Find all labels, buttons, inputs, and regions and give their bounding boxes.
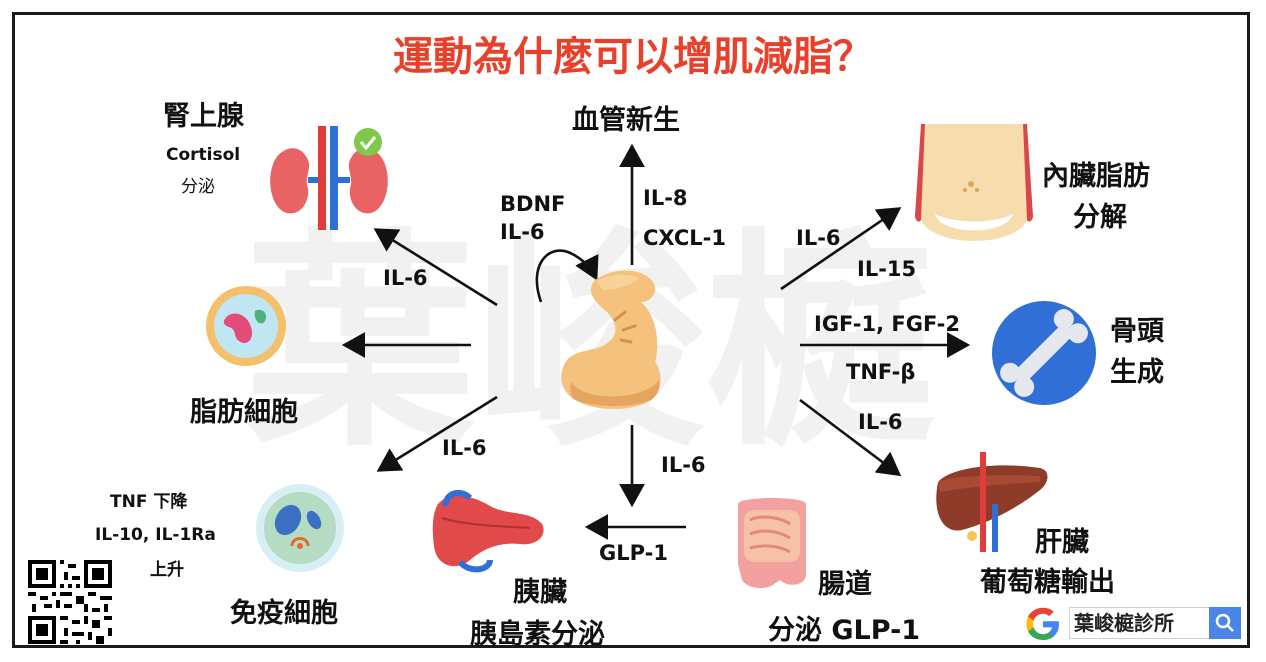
label-il8: IL-8 bbox=[643, 186, 688, 210]
search-input[interactable]: 葉峻榳診所 bbox=[1069, 607, 1209, 639]
kidney-icon bbox=[270, 126, 388, 230]
qr-code-icon[interactable] bbox=[28, 560, 112, 644]
search-bar[interactable]: 葉峻榳診所 bbox=[1023, 604, 1241, 642]
immune-note-tnf: TNF 下降 bbox=[110, 492, 188, 512]
immune-cell-icon bbox=[256, 484, 344, 572]
fat-label: 脂肪細胞 bbox=[190, 397, 298, 428]
arrow-self-loop bbox=[535, 249, 599, 303]
immune-note-up: 上升 bbox=[150, 560, 184, 580]
immune-label: 免疫細胞 bbox=[230, 598, 338, 629]
label-il6-gut: IL-6 bbox=[661, 453, 706, 477]
label-tnf-beta: TNF-β bbox=[846, 360, 916, 384]
immune-note-il10: IL-10, IL-1Ra bbox=[95, 525, 216, 545]
label-il6-visceral: IL-6 bbox=[796, 226, 841, 250]
bone-icon bbox=[992, 301, 1096, 405]
intestine-icon bbox=[738, 498, 806, 589]
adrenal-secrete-label: 分泌 bbox=[181, 177, 215, 197]
visceral-label-line2: 分解 bbox=[1073, 202, 1127, 233]
adrenal-cortisol-label: Cortisol bbox=[166, 145, 241, 165]
fat-cell-icon bbox=[206, 286, 286, 366]
arrow-to-immune bbox=[376, 395, 498, 472]
pancreas-label-line2: 胰島素分泌 bbox=[470, 619, 605, 650]
pancreas-label-line1: 胰臟 bbox=[513, 577, 567, 608]
angio-label: 血管新生 bbox=[572, 105, 680, 136]
label-glp1: GLP-1 bbox=[599, 541, 668, 565]
liver-icon bbox=[936, 452, 1048, 552]
liver-label-line2: 葡萄糖輸出 bbox=[980, 567, 1115, 598]
label-il6-liver: IL-6 bbox=[858, 410, 903, 434]
search-button[interactable] bbox=[1209, 607, 1241, 639]
search-icon bbox=[1215, 613, 1234, 632]
label-cxcl1: CXCL-1 bbox=[643, 226, 726, 250]
gut-label-line2: 分泌 GLP-1 bbox=[768, 615, 921, 646]
bone-label-line2: 生成 bbox=[1110, 357, 1164, 388]
flexed-arm-muscle-icon bbox=[561, 270, 661, 409]
visceral-label-line1: 內臟脂肪 bbox=[1042, 161, 1150, 192]
bone-label-line1: 骨頭 bbox=[1110, 316, 1164, 347]
adrenal-label: 腎上腺 bbox=[163, 101, 244, 132]
label-bdnf: BDNF bbox=[500, 192, 566, 216]
arrow-to-adrenal bbox=[373, 228, 498, 307]
google-logo-icon bbox=[1026, 607, 1059, 640]
label-il6-immune: IL-6 bbox=[442, 436, 487, 460]
label-il15: IL-15 bbox=[857, 257, 917, 281]
label-il6-self: IL-6 bbox=[500, 220, 545, 244]
arrow-to-liver bbox=[799, 398, 902, 477]
label-il6-adrenal: IL-6 bbox=[383, 266, 428, 290]
diagram-title: 運動為什麼可以增肌減脂？ bbox=[393, 34, 873, 80]
arrow-to-visceral bbox=[780, 207, 902, 291]
abdomen-fat-icon bbox=[915, 124, 1033, 241]
gut-label-line1: 腸道 bbox=[818, 569, 872, 600]
pancreas-icon bbox=[432, 489, 544, 573]
label-igf-fgf: IGF-1, FGF-2 bbox=[814, 312, 960, 336]
liver-label-line1: 肝臟 bbox=[1035, 527, 1089, 558]
